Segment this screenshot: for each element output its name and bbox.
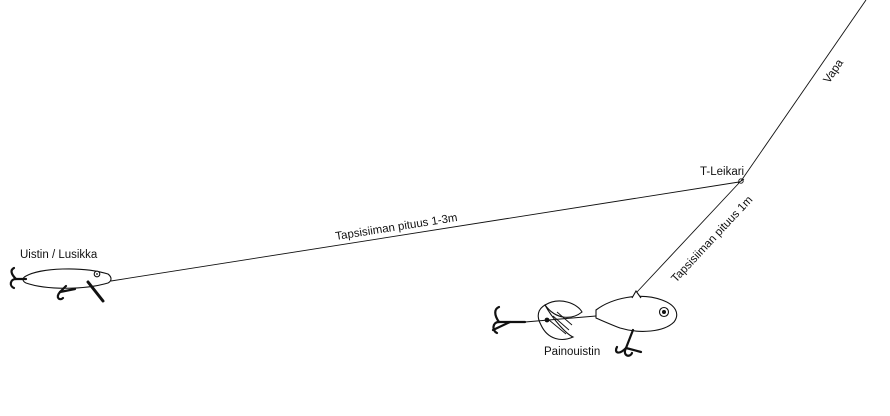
short-leader-label: Tapsisiiman pituus 1m <box>669 194 755 285</box>
long-leader-label: Tapsisiiman pituus 1-3m <box>335 212 459 243</box>
weighted-lure-label: Painouistin <box>544 346 600 358</box>
weighted-lure-icon <box>491 289 678 357</box>
t-swivel-icon <box>737 178 745 184</box>
spoon-lure-icon <box>9 266 112 303</box>
swivel-label: T-Leikari <box>700 166 744 178</box>
rod-line <box>740 0 867 182</box>
rod-label: Vapa <box>822 57 847 86</box>
long-leader-line <box>110 181 740 282</box>
spoon-lure-label: Uistin / Lusikka <box>20 249 98 261</box>
short-leader-line <box>636 182 740 293</box>
